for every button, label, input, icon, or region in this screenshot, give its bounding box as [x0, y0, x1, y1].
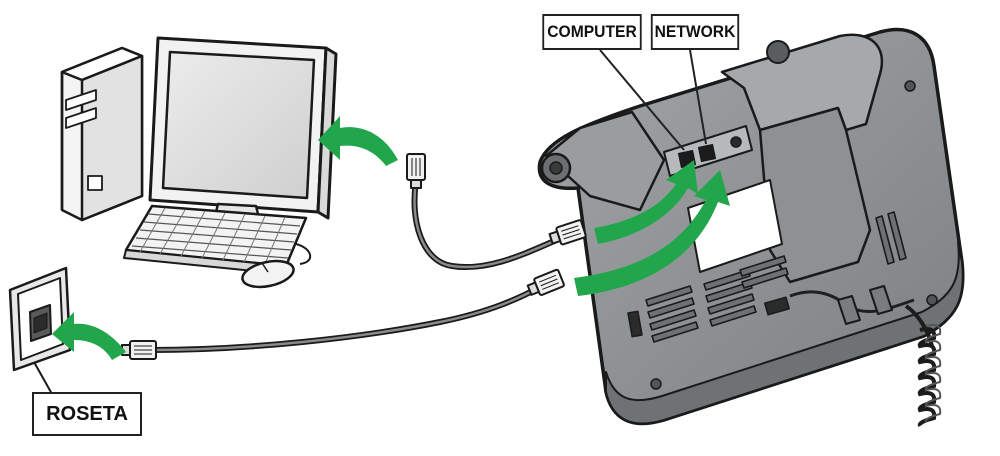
roseta-label: ROSETA	[32, 392, 142, 436]
arrow-to-computer	[318, 116, 398, 166]
rj45-connector-icon	[121, 153, 587, 360]
computer-port-label: COMPUTER	[542, 14, 642, 50]
vent-slots	[645, 211, 907, 343]
cable-phone-to-computer	[411, 179, 569, 270]
callout-leaders	[599, 49, 707, 151]
network-port-label: NETWORK	[650, 14, 740, 50]
network-port	[697, 143, 717, 163]
arrow-to-computer-port	[594, 160, 698, 244]
arrow-icon	[52, 116, 730, 360]
arrow-to-roseta	[52, 312, 126, 360]
pc-tower	[60, 46, 144, 222]
ip-phone-icon	[537, 27, 965, 426]
computer-icon	[60, 36, 338, 289]
coiled-cord	[904, 304, 942, 427]
mouse-icon	[241, 243, 311, 289]
arrow-to-network-port	[574, 170, 730, 296]
monitor-icon	[148, 36, 338, 236]
wall-socket-icon	[8, 266, 72, 395]
cable-wall-to-phone	[147, 283, 545, 353]
